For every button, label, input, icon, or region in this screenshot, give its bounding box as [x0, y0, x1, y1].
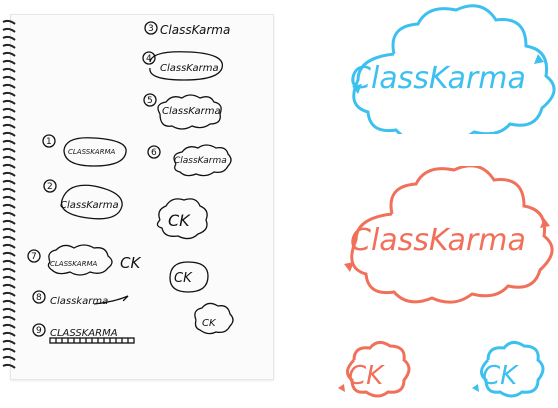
blue-wordmark: ClassKarma	[350, 61, 526, 96]
sketch-number-5: 5	[147, 96, 153, 106]
sketch-9-label: CLASSKARMA	[50, 328, 118, 339]
spiral-binding	[2, 19, 16, 369]
number-circle-8	[32, 290, 46, 304]
number-circle-6	[147, 145, 161, 159]
sketch-2-label: ClassKarma	[60, 200, 119, 211]
sketch-8-swoosh	[93, 295, 129, 305]
blue-ck-cloud	[480, 341, 545, 398]
sketch-6-cloud	[173, 144, 232, 177]
sketch-5-cloud	[157, 94, 222, 130]
orange-ck-label: CK	[348, 361, 385, 391]
sketch-4-orbit	[149, 51, 224, 81]
blue-cloud-logo: ClassKarma	[350, 4, 556, 134]
number-circle-4	[142, 51, 156, 65]
sketch-paper	[10, 14, 274, 380]
number-circle-9	[32, 323, 46, 337]
sketch-1-orbit	[63, 137, 127, 167]
sketch-number-3: 3	[148, 24, 154, 34]
ck-cloud-3	[194, 302, 234, 335]
sketch-3-label: ClassKarma	[160, 23, 230, 37]
sketch-number-7: 7	[31, 252, 37, 262]
blue-arrow-left-icon	[352, 84, 362, 94]
sketch-7-cloud	[47, 244, 113, 276]
sketch-6-label: ClassKarma	[174, 156, 227, 166]
sketch-number-8: 8	[36, 293, 42, 303]
ck-side-label: CK	[120, 254, 141, 272]
sketch-8-label: Classkarma	[50, 296, 108, 307]
orange-arrow-right-icon	[540, 218, 550, 228]
number-circle-3	[144, 21, 158, 35]
orange-ck-mark: CK	[338, 341, 411, 398]
sketch-number-2: 2	[47, 182, 53, 192]
sketch-7-label: CLASSKARMA	[50, 260, 97, 268]
orange-cloud-outline	[350, 166, 554, 304]
number-circle-2	[43, 179, 57, 193]
sketch-number-9: 9	[36, 326, 42, 336]
sketch-number-1: 1	[46, 137, 52, 147]
sketch-number-6: 6	[151, 148, 157, 158]
ck-sketch-3-label: CK	[202, 318, 217, 329]
orange-ck-arrow-icon	[338, 384, 345, 392]
number-circle-7	[27, 249, 41, 263]
sketch-4-label: ClassKarma	[160, 63, 219, 74]
number-circle-1	[42, 134, 56, 148]
orange-wordmark: ClassKarma	[350, 223, 526, 258]
sketch-5-label: ClassKarma	[162, 106, 221, 117]
ck-cloud-1	[156, 198, 208, 240]
sketch-2-orbit	[60, 184, 123, 220]
ck-orbit-2	[169, 261, 209, 293]
orange-cloud-logo: ClassKarma	[344, 166, 554, 304]
sketch-number-4: 4	[146, 54, 152, 64]
ck-sketch-2-label: CK	[174, 271, 193, 286]
blue-ck-label: CK	[482, 361, 519, 391]
blue-arrow-right-icon	[534, 54, 544, 64]
sketch-1-label: CLASSKARMA	[68, 148, 115, 156]
orange-arrow-left-icon	[344, 262, 354, 272]
blue-ck-mark: CK	[472, 341, 545, 398]
sketch-sheet: 3 4 5 1 6 2 7 8 9 ClassKarma ClassKarma …	[27, 21, 234, 344]
blue-ck-arrow-icon	[472, 384, 479, 392]
orange-ck-cloud	[346, 341, 411, 398]
number-circle-5	[143, 93, 157, 107]
ck-sketch-1-label: CK	[168, 211, 191, 230]
sketch-9-ruler-ticks	[55, 338, 129, 343]
blue-cloud-outline	[352, 4, 556, 134]
